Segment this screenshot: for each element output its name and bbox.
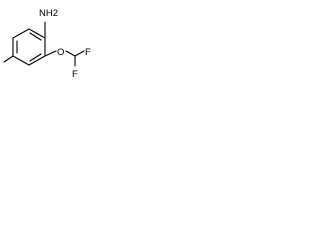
fluorine-bottom-label: F [72,69,78,80]
oxygen-label: O [57,47,64,58]
ring-bond-6 [28,28,46,39]
benzene-ring [12,28,46,66]
ring-bond-3 [12,55,30,66]
ring-double-bond-3 [29,32,42,41]
ether-bond-carbon [65,50,76,57]
methyl-bond [3,55,14,63]
fluorine-top-label: F [85,47,91,58]
cf-bond-top [74,50,85,57]
ring-bond-4 [28,55,46,66]
ring-bond-1 [12,28,30,39]
ring-double-bond-2 [29,53,42,62]
chemical-structure: NH2 O F F [3,8,91,80]
ether-bond-ring [44,50,57,57]
amine-label: NH2 [39,8,58,19]
